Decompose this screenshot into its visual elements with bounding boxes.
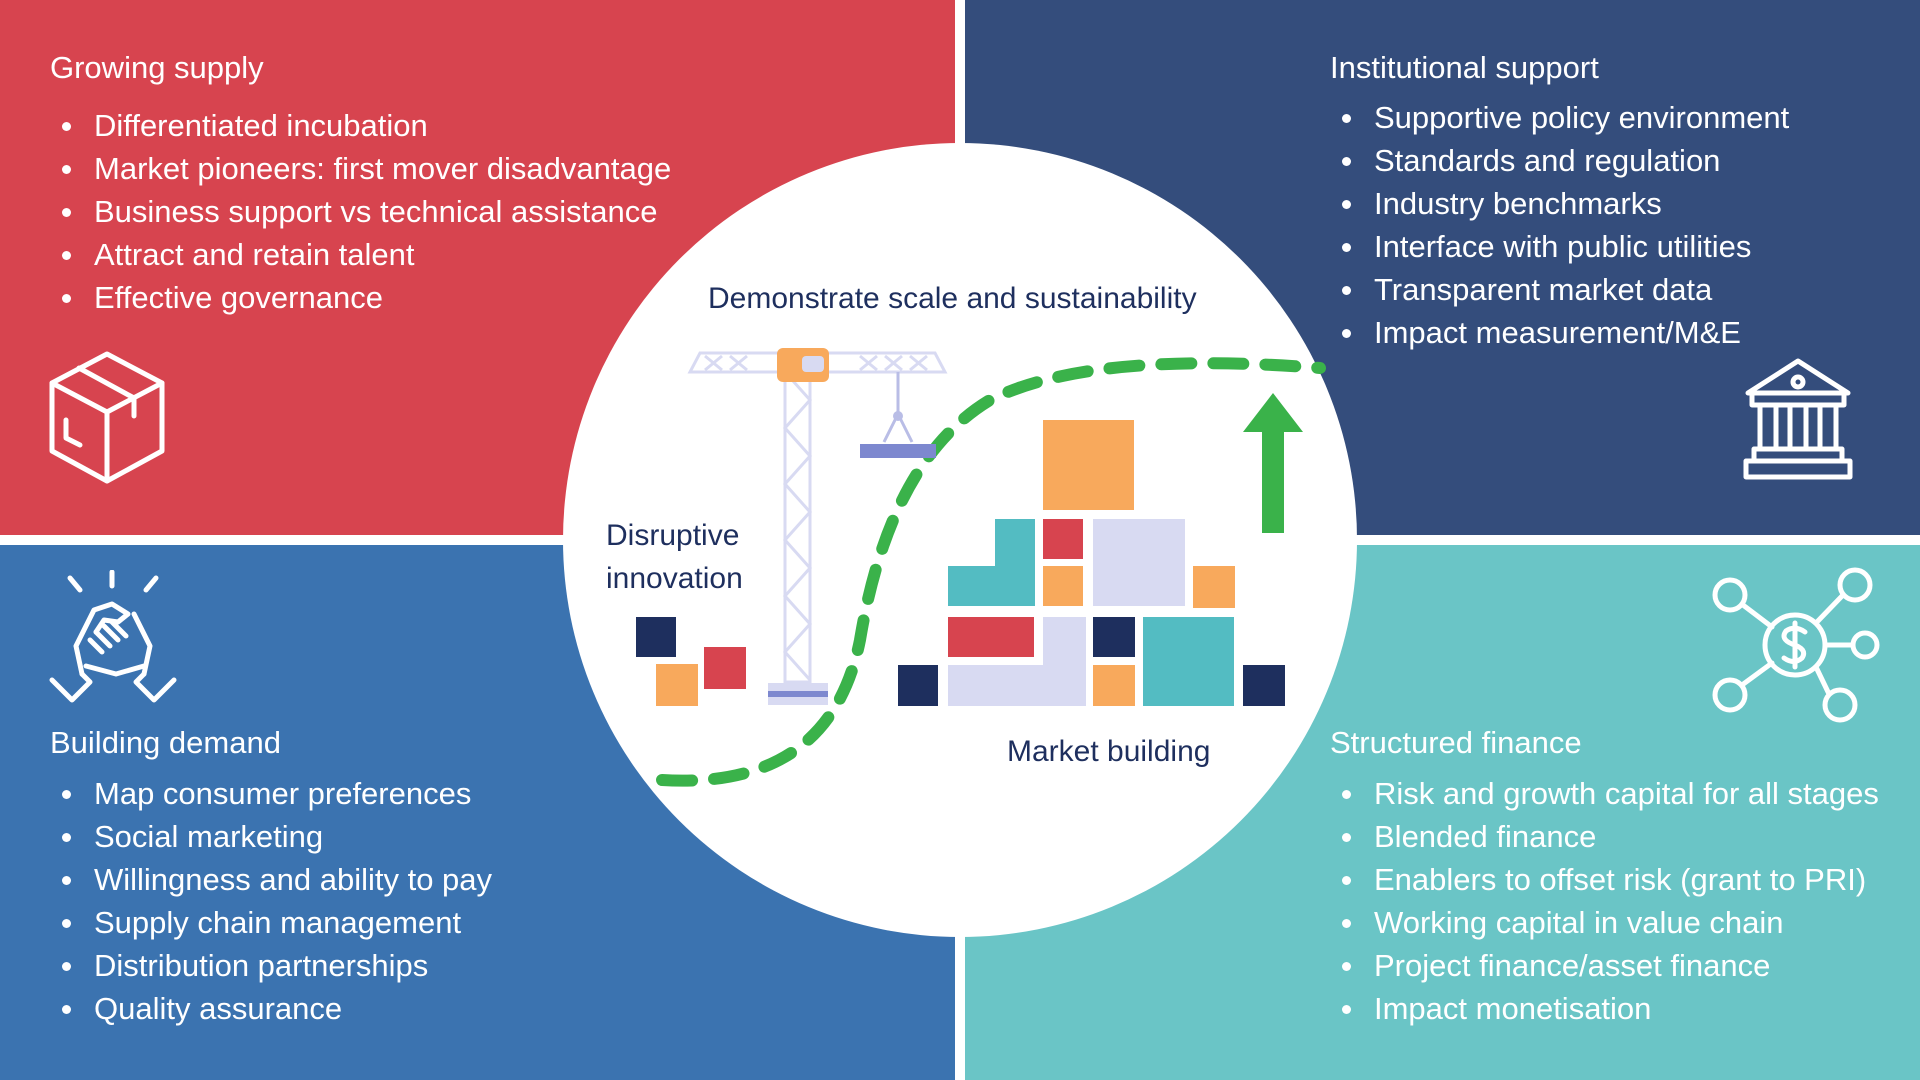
demonstrate-scale-label: Demonstrate scale and sustainability (708, 282, 1197, 315)
growing-supply-title: Growing supply (50, 50, 264, 85)
box-icon (49, 351, 165, 484)
bullet-item: Differentiated incubation (58, 104, 671, 147)
bullet-item: Effective governance (58, 276, 671, 319)
disruptive-innovation-label: Disruptive innovation (606, 519, 743, 595)
building-demand-title: Building demand (50, 725, 281, 760)
institutional-support-title: Institutional support (1330, 50, 1599, 85)
bullet-item: Standards and regulation (1338, 139, 1789, 182)
bullet-item: Enablers to offset risk (grant to PRI) (1338, 858, 1879, 901)
bullet-item: Impact measurement/M&E (1338, 311, 1789, 354)
structured-finance-panel: Structured finance Risk and growth capit… (965, 545, 1920, 1080)
bullet-item: Willingness and ability to pay (58, 858, 492, 901)
bullet-item: Distribution partnerships (58, 944, 492, 987)
bullet-item: Supply chain management (58, 901, 492, 944)
bullet-item: Market pioneers: first mover disadvantag… (58, 147, 671, 190)
dollar-network-icon (1712, 567, 1880, 723)
bullet-item: Industry benchmarks (1338, 182, 1789, 225)
market-building-label: Market building (1007, 735, 1211, 768)
bullet-item: Working capital in value chain (1338, 901, 1879, 944)
bullet-item: Quality assurance (58, 987, 492, 1030)
bullet-item: Supportive policy environment (1338, 96, 1789, 139)
structured-finance-title: Structured finance (1330, 725, 1582, 760)
bullet-item: Risk and growth capital for all stages (1338, 772, 1879, 815)
bullet-item: Transparent market data (1338, 268, 1789, 311)
bank-building-icon (1743, 358, 1853, 480)
bullet-item: Interface with public utilities (1338, 225, 1789, 268)
handshake-icon (49, 570, 177, 703)
bullet-item: Attract and retain talent (58, 233, 671, 276)
bullet-item: Business support vs technical assistance (58, 190, 671, 233)
bullet-item: Map consumer preferences (58, 772, 492, 815)
bullet-item: Project finance/asset finance (1338, 944, 1879, 987)
bullet-item: Blended finance (1338, 815, 1879, 858)
bullet-item: Social marketing (58, 815, 492, 858)
bullet-item: Impact monetisation (1338, 987, 1879, 1030)
